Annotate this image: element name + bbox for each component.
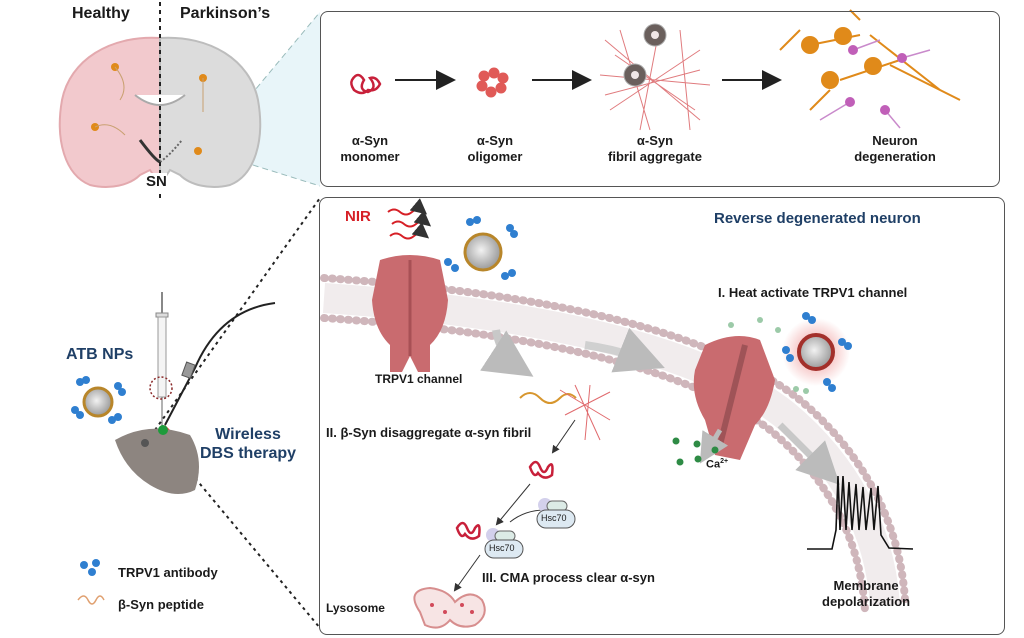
calcium-ions xyxy=(672,437,719,466)
therapy-panel xyxy=(319,197,1005,635)
legend-antibody-icon xyxy=(80,559,100,576)
lysosome-label: Lysosome xyxy=(326,601,385,615)
legend-antibody-label: TRPV1 antibody xyxy=(118,565,218,580)
brain-healthy-half xyxy=(58,36,161,189)
aggregation-panel xyxy=(320,11,1000,187)
mouse-head xyxy=(115,428,199,494)
hsc70-free-label: Hsc70 xyxy=(541,513,567,523)
wireless-dbs-label: Wireless DBS therapy xyxy=(200,426,297,463)
syn-monomer-icon xyxy=(528,460,554,479)
trpv1-channel-label: TRPV1 channel xyxy=(375,372,463,386)
healthy-label: Healthy xyxy=(72,5,130,22)
fibril-aggregate-icon xyxy=(599,23,711,131)
stage-oligomer: α-Syn oligomer xyxy=(467,133,523,164)
atb-np-hot xyxy=(782,312,852,392)
monomer-icon xyxy=(350,73,382,95)
lysosome-icon xyxy=(413,586,486,629)
brain-illustration xyxy=(58,36,262,189)
atb-nps-label: ATB NPs xyxy=(66,346,134,363)
brain-pd-half xyxy=(159,36,262,189)
sn-label: SN xyxy=(146,173,167,191)
step2-label: II. β-Syn disaggregate α-syn fibril xyxy=(326,425,532,440)
nir-label: NIR xyxy=(345,208,371,225)
membrane-depolarization-label: Membrane depolarization xyxy=(822,578,911,609)
atb-np-left xyxy=(71,376,126,424)
step3-label: III. CMA process clear α-syn xyxy=(482,570,655,585)
hsc70-free xyxy=(536,498,576,529)
syringe-icon xyxy=(149,292,173,430)
fibril-peptide-complex xyxy=(519,384,611,441)
stage-neuron-degeneration: Neuron degeneration xyxy=(854,133,936,164)
atb-np-top xyxy=(444,216,518,280)
calcium-label: Ca2+ xyxy=(706,458,729,471)
optical-fiber xyxy=(164,302,276,426)
therapy-panel-title: Reverse degenerated neuron xyxy=(714,210,921,227)
stage-fibril: α-Syn fibril aggregate xyxy=(608,133,702,164)
parkinsons-label: Parkinson’s xyxy=(180,5,271,22)
stage-monomer: α-Syn monomer xyxy=(340,133,400,164)
legend-peptide-icon xyxy=(77,595,105,605)
neuron-degeneration-icon xyxy=(779,9,961,129)
oligomer-icon xyxy=(476,67,509,98)
nir-waves-icon xyxy=(387,198,432,240)
step1-label: I. Heat activate TRPV1 channel xyxy=(718,285,908,300)
hsc70-bound-label: Hsc70 xyxy=(489,543,515,553)
hsc70-bound xyxy=(455,521,524,559)
action-potential-trace xyxy=(807,475,914,550)
legend-peptide-label: β-Syn peptide xyxy=(118,597,204,612)
